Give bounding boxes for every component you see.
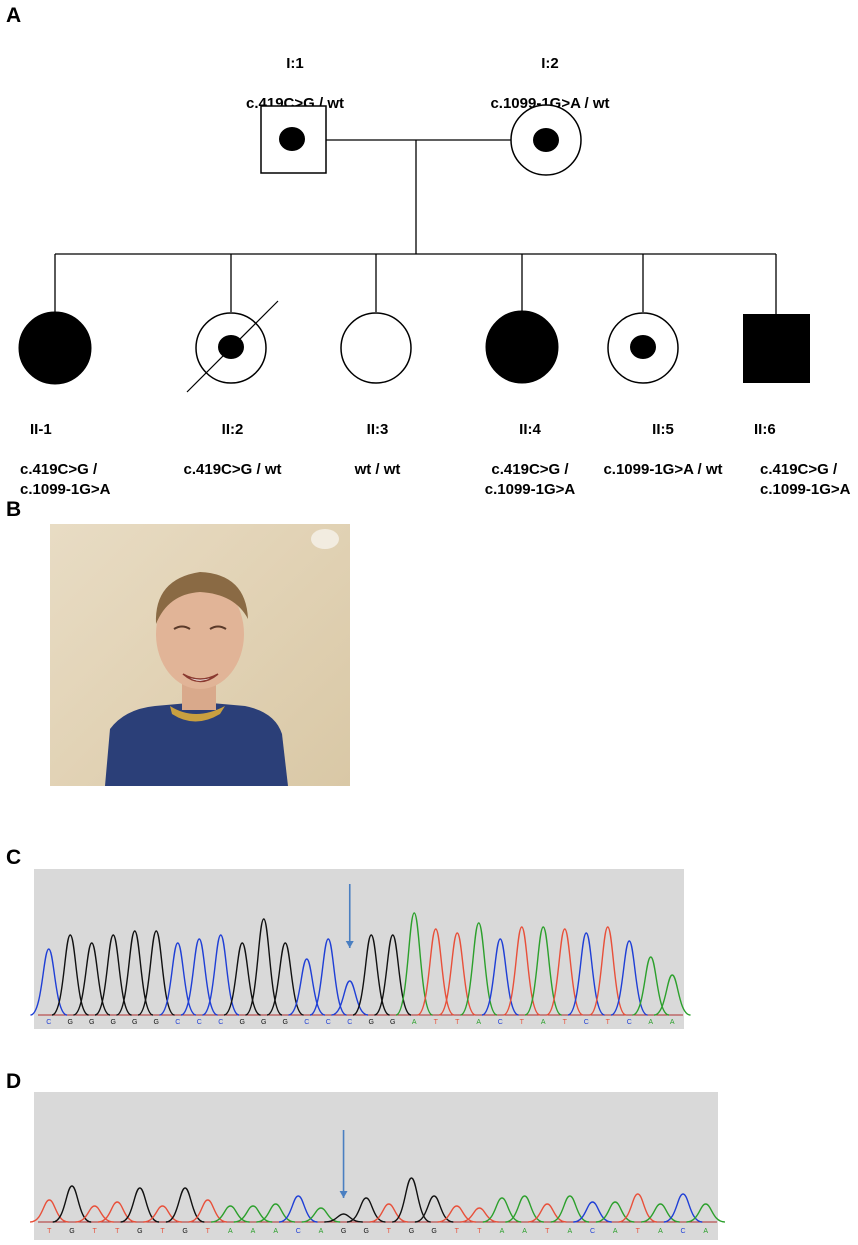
- ped-genotype-ii6: c.419C>G / c.1099-1G>A: [760, 461, 851, 498]
- right-eye-shape: [209, 625, 227, 630]
- ped-id-i2: I:2: [541, 55, 559, 72]
- ped-label-ii5: II:5 c.1099-1G>A / wt: [588, 400, 738, 500]
- shirt-shape: [105, 702, 288, 786]
- deceased-slash-ii2: [186, 300, 279, 393]
- panel-label-b: B: [6, 498, 22, 521]
- panel-label-d: D: [6, 1070, 22, 1093]
- symbol-ii1-affected-female: [18, 311, 92, 385]
- symbol-ii6-affected-male: [743, 314, 810, 383]
- ped-label-ii3: II:3 wt / wt: [330, 400, 425, 500]
- ped-id-ii3: II:3: [366, 421, 389, 438]
- panel-label-a: A: [6, 4, 22, 27]
- carrier-dot-i1: [279, 127, 305, 151]
- left-eye-shape: [173, 625, 191, 630]
- wall-highlight: [311, 529, 339, 549]
- ped-genotype-ii5: c.1099-1G>A / wt: [603, 461, 723, 478]
- ped-label-ii4: II:4 c.419C>G / c.1099-1G>A: [470, 400, 590, 520]
- ped-id-ii6: II:6: [754, 421, 776, 438]
- pedigree-lines: [54, 139, 777, 314]
- ped-label-ii2: II:2 c.419C>G / wt: [165, 400, 300, 500]
- carrier-dot-ii5: [630, 335, 656, 359]
- chromatogram-d-background: [34, 1092, 718, 1240]
- ped-genotype-ii4: c.419C>G / c.1099-1G>A: [484, 461, 576, 498]
- symbol-ii4-affected-female: [485, 310, 559, 384]
- carrier-dot-i2: [533, 128, 559, 152]
- patient-photo: [50, 524, 350, 786]
- ped-id-ii4: II:4: [519, 421, 541, 438]
- ped-genotype-ii3: wt / wt: [354, 461, 401, 478]
- panel-label-c: C: [6, 846, 22, 869]
- collar-shape: [170, 706, 225, 722]
- hair-shape: [155, 572, 248, 624]
- ped-label-ii6: II:6 c.419C>G / c.1099-1G>A: [754, 400, 854, 520]
- mouth-shape: [182, 673, 219, 683]
- patient-photo-drawing: [105, 529, 339, 786]
- ped-id-ii2: II:2: [221, 421, 244, 438]
- ped-genotype-ii1: c.419C>G / c.1099-1G>A: [20, 461, 111, 498]
- face-shape: [156, 579, 244, 689]
- chromatogram-c-background: [34, 869, 684, 1029]
- symbol-ii3-female: [340, 312, 412, 384]
- ped-genotype-ii2: c.419C>G / wt: [183, 461, 282, 478]
- ped-id-ii1: II-1: [30, 421, 52, 438]
- ped-id-ii5: II:5: [652, 421, 674, 438]
- ped-id-i1: I:1: [286, 55, 304, 72]
- pedigree-chart: [18, 104, 810, 393]
- ped-label-ii1: II-1 c.419C>G / c.1099-1G>A: [20, 400, 150, 520]
